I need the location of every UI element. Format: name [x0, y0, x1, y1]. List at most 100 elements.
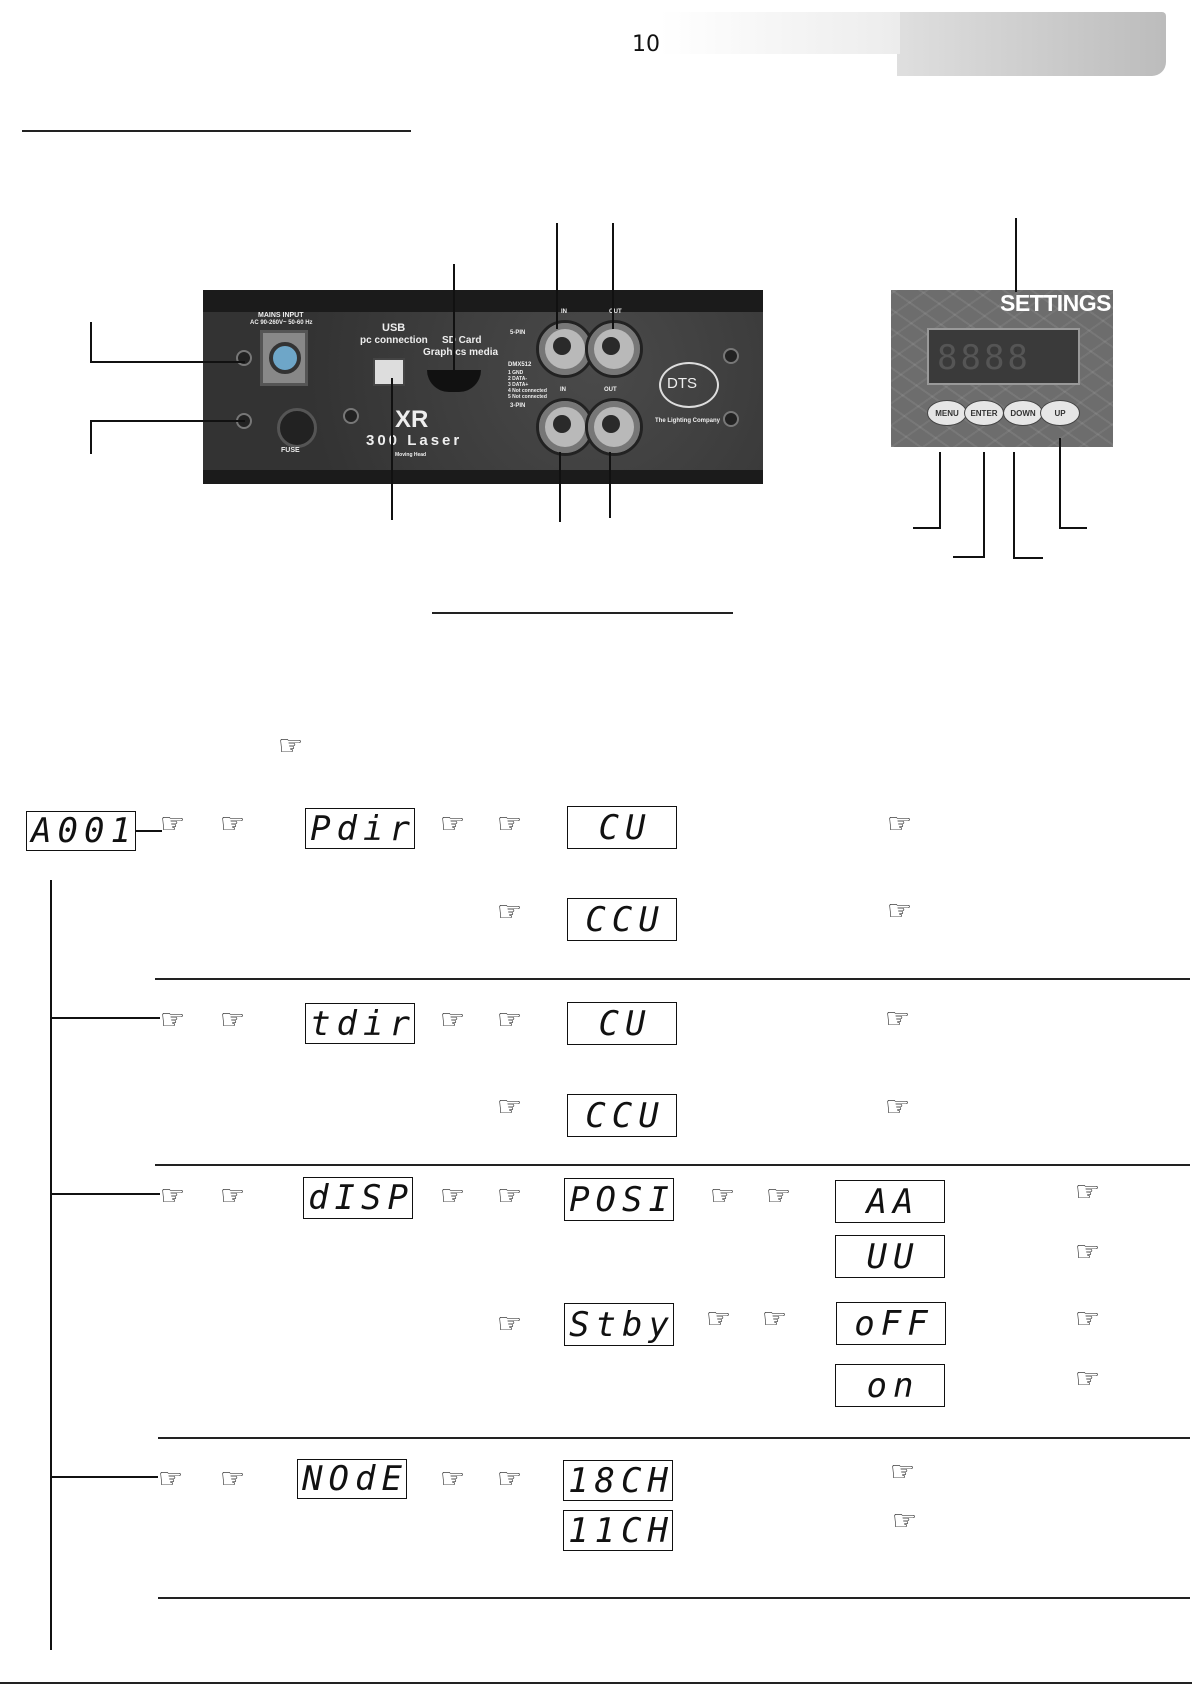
dmx-in-label: IN — [561, 309, 567, 315]
dmx-pin-1: 1 GND — [508, 370, 524, 376]
dmx-in-label: IN — [560, 387, 566, 393]
panel-bottom-edge — [203, 470, 763, 484]
power-connector — [260, 330, 308, 386]
pointing-hand-icon: ☞ — [160, 1179, 186, 1212]
mains-spec-label: AC 90-260V~ 50-60 Hz — [250, 320, 313, 326]
tree-connector — [50, 1193, 160, 1195]
lcd-root: A001 — [26, 811, 136, 851]
pointing-hand-icon: ☞ — [497, 807, 523, 840]
settings-title: SETTINGS — [1000, 290, 1112, 316]
mains-input-label: MAINS INPUT — [258, 312, 304, 319]
pointing-hand-icon: ☞ — [440, 1003, 466, 1036]
sd-card-sub-label: Graphics media — [423, 347, 499, 358]
section-heading-rule — [22, 130, 411, 132]
lcd-mode-18ch: 18CH — [563, 1460, 673, 1501]
panel-top-edge — [203, 290, 763, 312]
callout-line — [1013, 557, 1043, 559]
pointing-hand-icon: ☞ — [706, 1302, 732, 1335]
model-laser: 300 Laser — [366, 432, 463, 449]
callout-line — [609, 452, 611, 518]
tree-connector — [50, 1017, 160, 1019]
tree-connector — [136, 830, 162, 832]
pointing-hand-icon: ☞ — [440, 1462, 466, 1495]
screw — [343, 408, 359, 424]
callout-line — [1059, 438, 1061, 528]
pointing-hand-icon: ☞ — [440, 807, 466, 840]
pointing-hand-icon: ☞ — [220, 1003, 246, 1036]
dmx-out-5pin-connector — [585, 320, 643, 378]
screw — [236, 350, 252, 366]
row-divider — [155, 1164, 1190, 1166]
lcd-disp-stby: Stby — [564, 1303, 674, 1346]
row-divider — [158, 1597, 1190, 1599]
lcd-stby-on: on — [835, 1364, 945, 1407]
screw — [723, 348, 739, 364]
row-divider — [155, 978, 1190, 980]
pointing-hand-icon: ☞ — [1075, 1235, 1101, 1268]
brand-label: DTS — [667, 375, 697, 392]
settings-display-digits: 8888 — [937, 338, 1031, 378]
pointing-hand-icon: ☞ — [497, 1090, 523, 1123]
callout-line — [612, 223, 614, 329]
up-button: UP — [1040, 400, 1080, 426]
lcd-tdir-ccu: CCU — [567, 1094, 677, 1137]
lcd-pdir: Pdir — [305, 808, 415, 849]
usb-label: USB — [382, 322, 406, 334]
callout-line — [1013, 452, 1015, 558]
lcd-mode: NOdE — [297, 1459, 407, 1499]
pointing-hand-icon: ☞ — [885, 1002, 911, 1035]
sd-card-label: SD Card — [442, 335, 482, 346]
header-notch — [660, 54, 897, 80]
dmx-pin-3: 3 DATA+ — [508, 382, 529, 388]
pointing-hand-icon: ☞ — [160, 807, 186, 840]
pointing-hand-icon: ☞ — [890, 1455, 916, 1488]
callout-line — [1059, 527, 1087, 529]
model-xr: XR — [395, 406, 429, 433]
lcd-tdir: tdir — [305, 1003, 415, 1044]
pointing-hand-icon: ☞ — [710, 1179, 736, 1212]
tree-trunk — [50, 880, 52, 1650]
fuse-label: FUSE — [281, 447, 300, 454]
callout-line — [90, 420, 245, 422]
lcd-mode-11ch: 11CH — [563, 1510, 673, 1551]
screw — [723, 411, 739, 427]
callout-line — [983, 452, 985, 557]
lcd-stby-off: oFF — [836, 1302, 946, 1345]
callout-line — [939, 452, 941, 528]
menu-button: MENU — [927, 400, 967, 426]
dmx-pin-4: 4 Not connected — [508, 388, 547, 394]
callout-line — [1015, 218, 1017, 292]
row-divider — [158, 1437, 1190, 1439]
pointing-hand-icon: ☞ — [887, 894, 913, 927]
callout-line — [90, 322, 92, 362]
callout-line — [90, 420, 92, 454]
fuse-holder — [277, 408, 317, 448]
pointing-hand-icon: ☞ — [892, 1504, 918, 1537]
pointing-hand-icon: ☞ — [885, 1090, 911, 1123]
pointing-hand-icon: ☞ — [220, 807, 246, 840]
page-bottom-rule — [0, 1682, 1192, 1684]
usb-sub-label: pc connection — [360, 335, 428, 346]
lcd-posi-uu: UU — [835, 1235, 945, 1278]
tree-connector — [50, 1476, 158, 1478]
pointing-hand-icon: ☞ — [1075, 1175, 1101, 1208]
pin5-label: 5-PIN — [510, 330, 526, 336]
pointing-hand-icon: ☞ — [278, 729, 304, 762]
callout-line — [559, 452, 561, 522]
lcd-disp-posi: POSI — [564, 1178, 674, 1221]
pointing-hand-icon: ☞ — [1075, 1362, 1101, 1395]
pointing-hand-icon: ☞ — [497, 895, 523, 928]
dmx-out-label: OUT — [609, 309, 622, 315]
dmx-out-3pin-connector — [585, 398, 643, 456]
usb-port — [373, 358, 405, 386]
lcd-pdir-ccu: CCU — [567, 898, 677, 941]
pointing-hand-icon: ☞ — [497, 1179, 523, 1212]
page-number: 10 — [632, 32, 660, 57]
pointing-hand-icon: ☞ — [497, 1003, 523, 1036]
dmx-in-3pin-connector — [536, 398, 594, 456]
pointing-hand-icon: ☞ — [762, 1302, 788, 1335]
down-button: DOWN — [1003, 400, 1043, 426]
pointing-hand-icon: ☞ — [1075, 1302, 1101, 1335]
caption-rule — [432, 612, 733, 614]
pointing-hand-icon: ☞ — [887, 807, 913, 840]
